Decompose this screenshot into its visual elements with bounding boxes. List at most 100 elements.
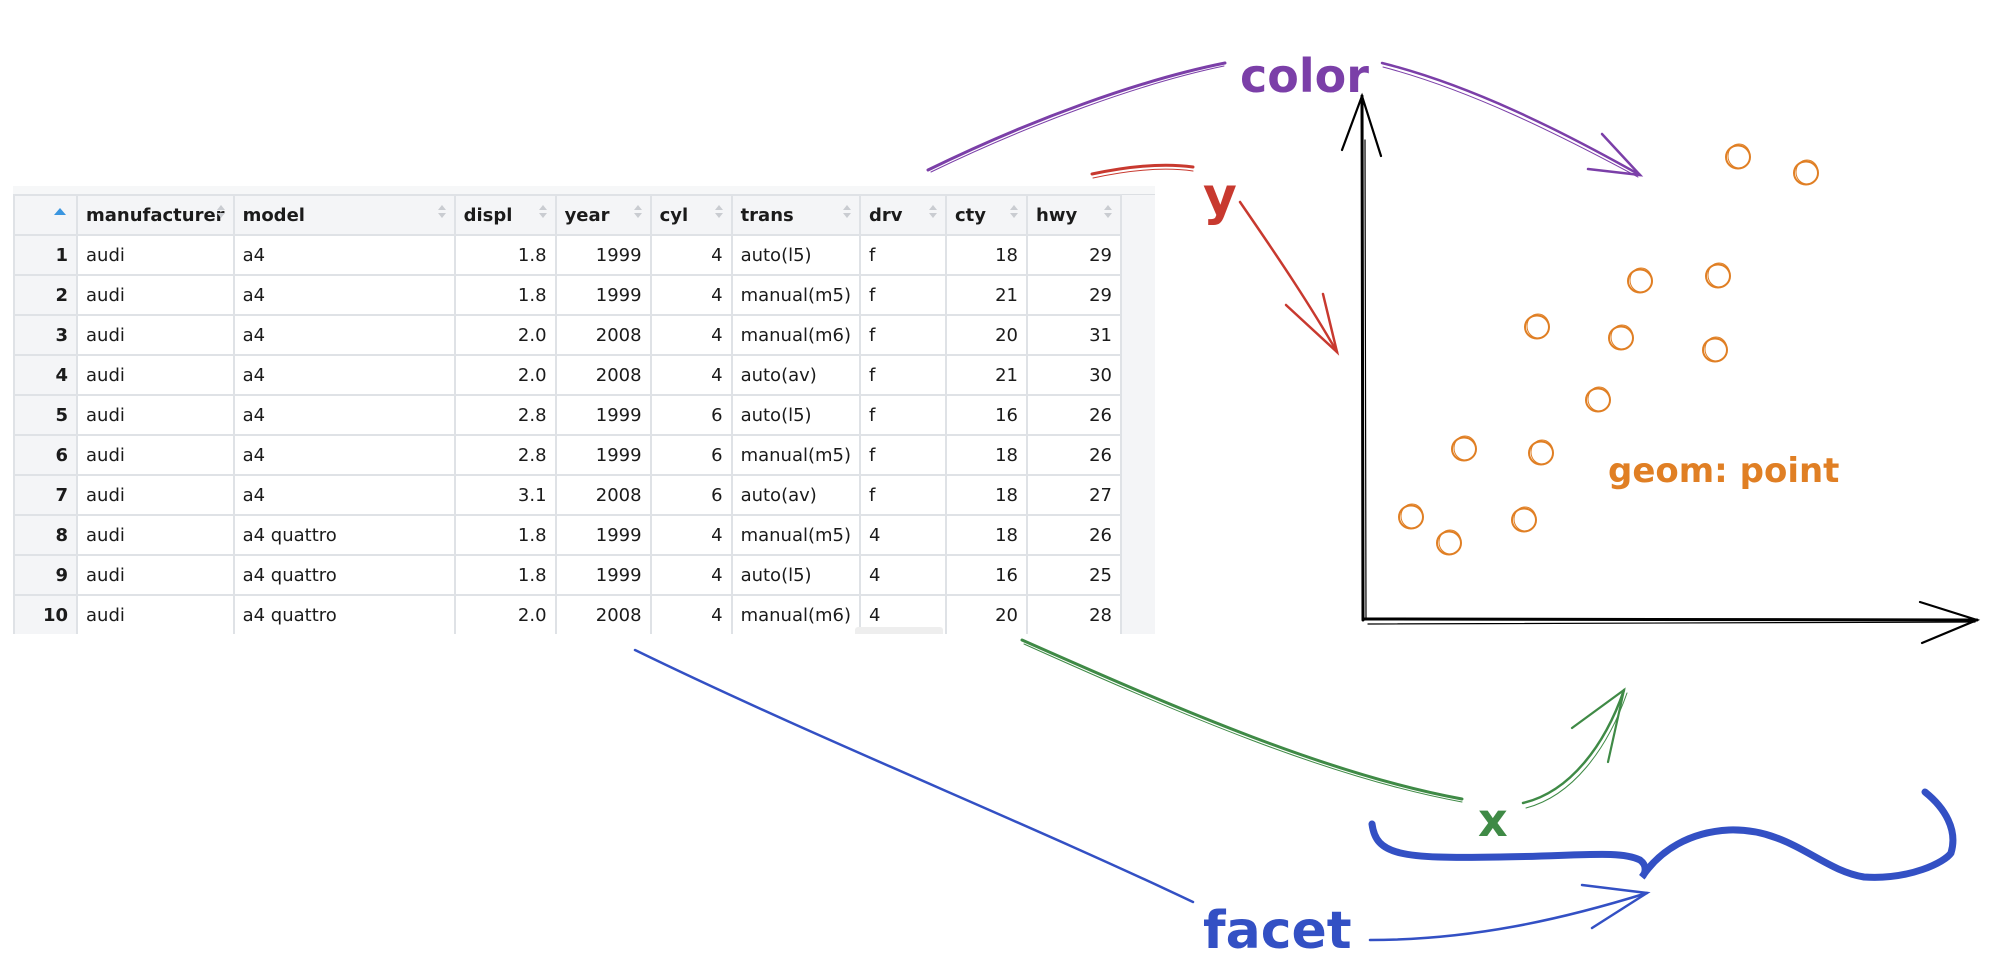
column-header-year[interactable]: year [554,194,652,236]
cell-trans: manual(m5) [730,274,862,316]
row-number: 10 [13,594,78,634]
cell-drv: 4 [859,554,948,596]
cell-manufacturer: audi [76,554,235,596]
color-annotation [926,61,1644,178]
cell-drv: f [859,234,948,276]
cell-model: a4 quattro [232,554,456,596]
cell-model: a4 [232,234,456,276]
cell-manufacturer: audi [76,474,235,516]
cell-drv: f [859,274,948,316]
cell-hwy: 30 [1026,354,1123,396]
cell-displ: 2.0 [453,314,557,356]
cell-hwy: 28 [1026,594,1123,634]
cell-cyl: 4 [649,594,733,634]
geom-point-label: geom: point [1608,451,1839,491]
scatter-point-stroke [1727,143,1751,169]
row-number: 2 [13,274,78,316]
cell-year: 2008 [554,594,652,634]
cell-year: 1999 [554,554,652,596]
sort-toggle-icon[interactable] [216,205,225,223]
column-tooltip-stub [855,627,943,634]
sort-toggle-icon[interactable] [714,205,723,223]
cell-displ: 1.8 [453,514,557,556]
column-header-drv[interactable]: drv [859,194,948,236]
cell-trans: auto(l5) [730,394,862,436]
y-arrowhead-icon [1284,292,1340,356]
scatter-point-stroke [1438,529,1462,555]
sort-toggle-icon[interactable] [1104,205,1113,223]
cell-hwy: 26 [1026,434,1123,476]
column-header-model[interactable]: model [232,194,456,236]
sort-toggle-icon[interactable] [437,205,446,223]
scatter-point-stroke [1453,435,1477,461]
cell-hwy: 27 [1026,474,1123,516]
column-label: year [564,204,610,226]
cell-model: a4 [232,394,456,436]
cell-year: 1999 [554,274,652,316]
cell-cyl: 4 [649,554,733,596]
cell-displ: 2.0 [453,354,557,396]
column-header-trans[interactable]: trans [730,194,862,236]
column-header-displ[interactable]: displ [453,194,557,236]
column-header-cty[interactable]: cty [945,194,1029,236]
column-label: trans [740,204,794,226]
column-label: hwy [1036,204,1078,226]
cell-trans: manual(m6) [730,314,862,356]
column-header-hwy[interactable]: hwy [1026,194,1123,236]
cell-manufacturer: audi [76,354,235,396]
cell-model: a4 [232,314,456,356]
cell-drv: 4 [859,514,948,556]
scatter-point-stroke [1610,324,1634,350]
row-number-header[interactable] [13,194,78,236]
row-number: 4 [13,354,78,396]
column-header-manufacturer[interactable]: manufacturer [76,194,235,236]
column-label: manufacturer [86,204,225,226]
cell-drv: f [859,434,948,476]
sort-toggle-icon[interactable] [633,205,642,223]
sort-toggle-icon[interactable] [929,205,938,223]
column-header-cyl[interactable]: cyl [649,194,733,236]
cell-displ: 1.8 [453,234,557,276]
cell-cty: 18 [945,474,1029,516]
y-label: y [1203,167,1237,227]
cell-trans: manual(m6) [730,594,862,634]
cell-displ: 1.8 [453,274,557,316]
cell-year: 1999 [554,434,652,476]
cell-model: a4 [232,434,456,476]
x-axis-arrowhead-icon [1918,600,1981,645]
sort-toggle-icon[interactable] [538,205,547,223]
color-arrowhead-icon [1586,132,1644,177]
cell-displ: 3.1 [453,474,557,516]
cell-model: a4 quattro [232,594,456,634]
x-axis [1361,600,1981,645]
sort-ascending-icon[interactable] [54,208,66,215]
cell-hwy: 31 [1026,314,1123,356]
sort-toggle-icon[interactable] [843,205,852,223]
cell-manufacturer: audi [76,514,235,556]
cell-manufacturer: audi [76,274,235,316]
column-label: displ [463,204,513,226]
color-label: color [1240,49,1369,103]
cell-cyl: 4 [649,234,733,276]
scatter-point-stroke [1526,313,1550,339]
cell-year: 2008 [554,354,652,396]
cell-cyl: 4 [649,514,733,556]
cell-trans: manual(m5) [730,514,862,556]
row-number: 7 [13,474,78,516]
x-annotation [1020,638,1628,809]
row-number: 8 [13,514,78,556]
cell-cty: 20 [945,594,1029,634]
sort-toggle-icon[interactable] [1010,205,1019,223]
cell-trans: auto(av) [730,474,862,516]
cell-year: 1999 [554,234,652,276]
row-number: 5 [13,394,78,436]
